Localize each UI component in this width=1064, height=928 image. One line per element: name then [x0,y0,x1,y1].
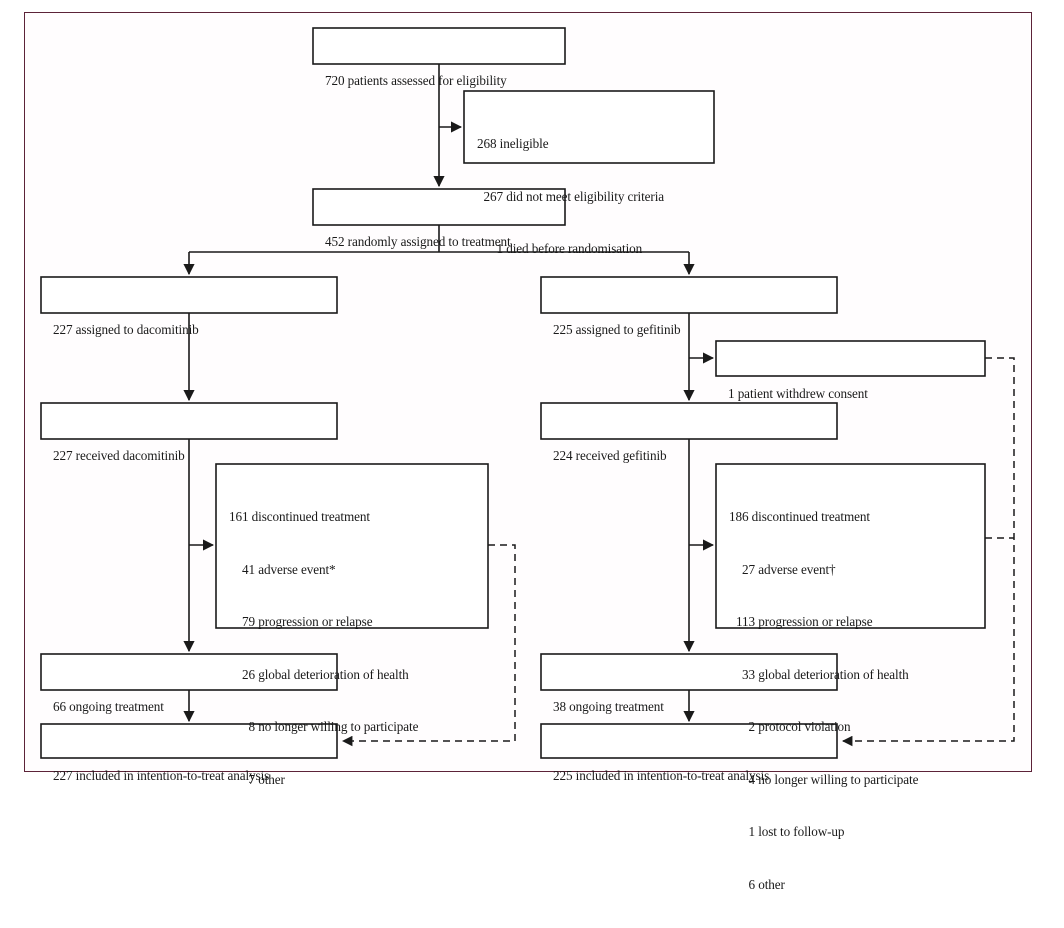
label-discontinued-dacomitinib: 161 discontinued treatment 41 adverse ev… [216,464,488,787]
disc-left-item-0: 41 adverse event* [229,561,488,579]
label-randomised: 452 randomly assigned to treatment [313,189,565,249]
disc-right-item-3-n: 2 [748,719,756,734]
disc-right-item-1-n: 113 [736,614,755,629]
box-ineligible [463,90,715,164]
disc-right-item-1: 113 progression or relapse [729,613,985,631]
disc-left-item-3-label: no longer willing to participate [258,719,419,734]
flow-connectors [40,27,1015,759]
label-ineligible: 268 ineligible 267 did not meet eligibil… [464,91,714,256]
ineligible-item-0: 267 did not meet eligibility criteria [477,188,714,206]
disc-left-item-0-n: 41 [242,561,255,577]
box-discontinued-gefitinib [715,463,986,629]
itt-gefitinib-text: 225 included in intention-to-treat analy… [553,768,770,784]
connector-randomised-split [189,225,689,253]
ineligible-item-0-label: did not meet eligibility criteria [506,188,665,204]
disc-left-item-1-label: progression or relapse [258,614,373,629]
disc-right-item-3-label: protocol violation [758,719,851,734]
disc-right-item-0-n: 27 [742,561,755,577]
disc-left-item-2: 26 global deterioration of health [229,666,488,684]
ineligible-item-1: 1 died before randomisation [477,240,714,258]
itt-dacomitinib-text: 227 included in intention-to-treat analy… [53,768,270,784]
label-ongoing-dacomitinib: 66 ongoing treatment [41,654,337,714]
ongoing-dacomitinib-text: 66 ongoing treatment [53,699,164,715]
received-gefitinib-text: 224 received gefitinib [553,448,667,464]
disc-right-item-6-n: 6 [748,876,756,892]
disc-left-item-4-n: 7 [248,771,256,787]
disc-right-item-6-label: other [758,876,785,892]
dashed-left-discontinued-to-itt [341,544,516,747]
box-assigned-gefitinib [540,276,838,314]
disc-right-item-0: 27 adverse event† [729,561,985,579]
disc-right-item-5: 1 lost to follow-up [729,823,985,841]
disc-left-item-4-label: other [258,771,285,787]
disc-left-item-4: 7 other [229,771,488,789]
disc-left-item-3: 8 no longer willing to participate [229,718,488,736]
disc-right-item-4-n: 4 [748,771,756,787]
box-ongoing-dacomitinib [40,653,338,691]
disc-right-item-0-label: adverse event† [758,561,836,577]
label-received-gefitinib: 224 received gefitinib [541,403,837,463]
disc-right-item-2: 33 global deterioration of health [729,666,985,684]
box-received-dacomitinib [40,402,338,440]
disc-right-item-2-label: global deterioration of health [758,666,909,682]
assigned-gefitinib-text: 225 assigned to gefitinib [553,322,681,338]
box-randomised [312,188,566,226]
label-itt-dacomitinib: 227 included in intention-to-treat analy… [41,724,337,783]
randomised-text: 452 randomly assigned to treatment [325,234,511,250]
label-ongoing-gefitinib: 38 ongoing treatment [541,654,837,714]
label-itt-gefitinib: 225 included in intention-to-treat analy… [541,724,837,783]
ineligible-item-1-label: died before randomisation [506,241,643,256]
assigned-dacomitinib-text: 227 assigned to dacomitinib [53,322,199,338]
disc-right-item-1-label: progression or relapse [758,614,873,629]
label-assessed: 720 patients assessed for eligibility [313,28,565,88]
box-itt-dacomitinib [40,723,338,759]
withdrew-consent-text: 1 patient withdrew consent [728,385,868,401]
assessed-text: 720 patients assessed for eligibility [325,73,507,89]
ineligible-heading: 268 ineligible [477,136,549,151]
disc-left-item-1: 79 progression or relapse [229,613,488,631]
label-withdrew-consent: 1 patient withdrew consent [716,341,985,401]
disc-left-item-0-label: adverse event* [258,561,336,577]
disc-left-item-2-label: global deterioration of health [258,666,409,682]
disc-left-item-1-n: 79 [242,614,255,629]
flow-diagram-canvas: 720 patients assessed for eligibility 26… [24,12,1032,892]
disc-right-item-3: 2 protocol violation [729,718,985,736]
box-withdrew-consent [715,340,986,377]
disc-right-item-2-n: 33 [742,666,755,682]
label-received-dacomitinib: 227 received dacomitinib [41,403,337,463]
disc-right-item-4: 4 no longer willing to participate [729,771,985,789]
disc-right-heading: 186 discontinued treatment [729,509,870,524]
ineligible-item-0-n: 267 [483,188,504,204]
disc-right-item-4-label: no longer willing to participate [758,771,919,787]
label-assigned-gefitinib: 225 assigned to gefitinib [541,277,837,337]
disc-left-item-2-n: 26 [242,666,255,682]
ineligible-item-1-n: 1 [496,241,504,256]
box-assessed [312,27,566,65]
box-discontinued-dacomitinib [215,463,489,629]
disc-right-item-5-n: 1 [748,824,756,839]
disc-left-heading: 161 discontinued treatment [229,509,370,524]
dashed-right-withdrew-to-itt [841,357,1015,747]
label-assigned-dacomitinib: 227 assigned to dacomitinib [41,277,337,337]
received-dacomitinib-text: 227 received dacomitinib [53,448,185,464]
ongoing-gefitinib-text: 38 ongoing treatment [553,699,664,715]
disc-left-item-3-n: 8 [248,719,256,734]
disc-right-item-6: 6 other [729,876,985,894]
label-discontinued-gefitinib: 186 discontinued treatment 27 adverse ev… [716,464,985,892]
box-itt-gefitinib [540,723,838,759]
disc-right-item-5-label: lost to follow-up [758,824,845,839]
